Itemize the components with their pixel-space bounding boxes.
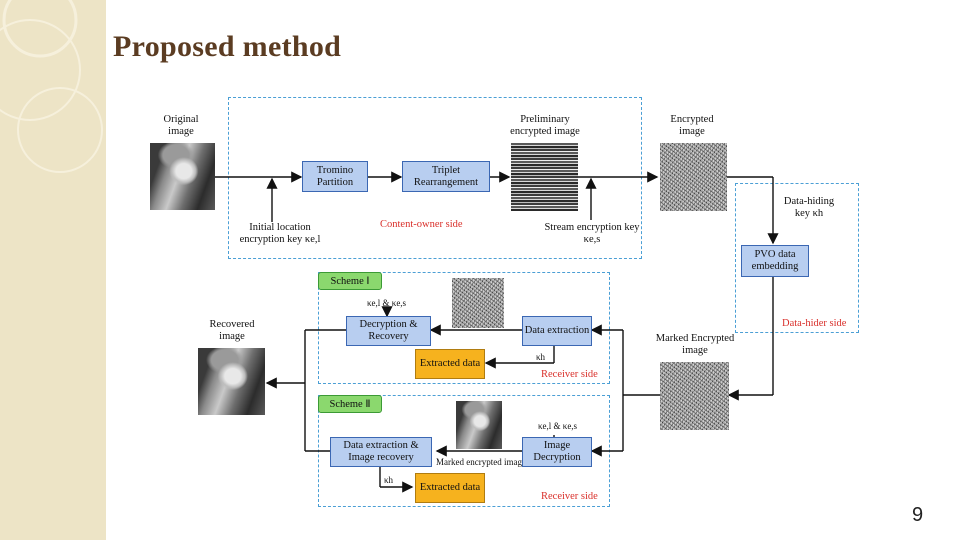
scheme1-encrypted-image bbox=[452, 278, 504, 328]
data-extraction-box: Data extraction bbox=[522, 316, 592, 346]
data-hiding-key-label: Data-hiding key κh bbox=[783, 196, 835, 219]
page-number: 9 bbox=[912, 504, 924, 526]
recovered-image-label: Recovered image bbox=[209, 319, 255, 342]
marked-encrypted-image bbox=[660, 362, 729, 430]
image-decryption-box: Image Decryption bbox=[522, 437, 592, 467]
extracted-data-box-2: Extracted data bbox=[415, 473, 485, 503]
preliminary-encrypted-image bbox=[511, 143, 578, 211]
scheme2-keys-label: κe,l & κe,s bbox=[538, 421, 578, 431]
content-owner-region bbox=[228, 97, 642, 259]
triplet-rearrangement-box: Triplet Rearrangement bbox=[402, 161, 490, 192]
scheme1-region bbox=[318, 272, 610, 384]
stream-key-label: Stream encryption key κe,s bbox=[544, 222, 640, 245]
decryption-recovery-box: Decryption & Recovery bbox=[346, 316, 431, 346]
data-hider-region bbox=[735, 183, 859, 333]
receiver-side-label-2: Receiver side bbox=[541, 491, 598, 502]
scheme2-kh-label: κh bbox=[384, 475, 394, 485]
initial-location-key-label: Initial location encryption key κe,l bbox=[239, 222, 321, 245]
scheme2-decrypted-image bbox=[456, 401, 502, 449]
recovered-image bbox=[198, 348, 265, 415]
scheme1-kh-label: κh bbox=[536, 352, 546, 362]
marked-encrypted-image-label: Marked Encrypted image bbox=[655, 333, 735, 356]
encrypted-image-label: Encrypted image bbox=[670, 114, 714, 137]
sidebar-ornament-icon bbox=[0, 0, 103, 173]
original-image bbox=[150, 143, 215, 210]
data-hider-side-label: Data-hider side bbox=[782, 318, 847, 329]
scheme1-tag: Scheme Ⅰ bbox=[318, 272, 382, 290]
extracted-data-box-1: Extracted data bbox=[415, 349, 485, 379]
pvo-embedding-box: PVO data embedding bbox=[741, 245, 809, 277]
encrypted-image bbox=[660, 143, 727, 211]
receiver-side-label-1: Receiver side bbox=[541, 369, 598, 380]
preliminary-encrypted-label: Preliminary encrypted image bbox=[510, 114, 580, 137]
content-owner-side-label: Content-owner side bbox=[380, 219, 463, 230]
tromino-partition-box: Tromino Partition bbox=[302, 161, 368, 192]
marked-encrypted-image-small-label: Marked encrypted image bbox=[436, 457, 526, 467]
decorative-sidebar bbox=[0, 0, 106, 540]
slide-title: Proposed method bbox=[113, 30, 342, 63]
scheme2-tag: Scheme Ⅱ bbox=[318, 395, 382, 413]
scheme1-keys-label: κe,l & κe,s bbox=[367, 298, 407, 308]
data-extraction-recovery-box: Data extraction & Image recovery bbox=[330, 437, 432, 467]
original-image-label: Original image bbox=[163, 114, 199, 137]
